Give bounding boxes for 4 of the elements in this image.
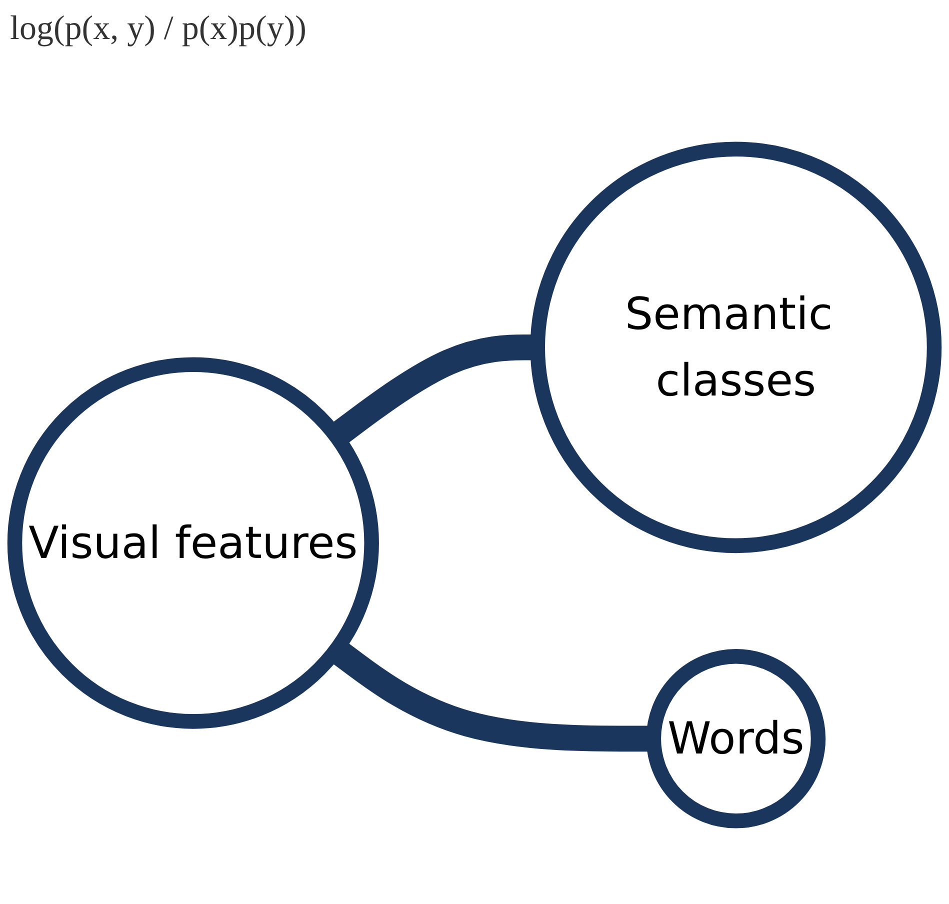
node-circle: Visual features xyxy=(7,357,379,729)
node-circle: Semantic classes xyxy=(530,142,942,554)
node-circle: Words xyxy=(646,649,826,828)
formula-label: log(p(x, y) / p(x)p(y)) xyxy=(10,10,306,48)
